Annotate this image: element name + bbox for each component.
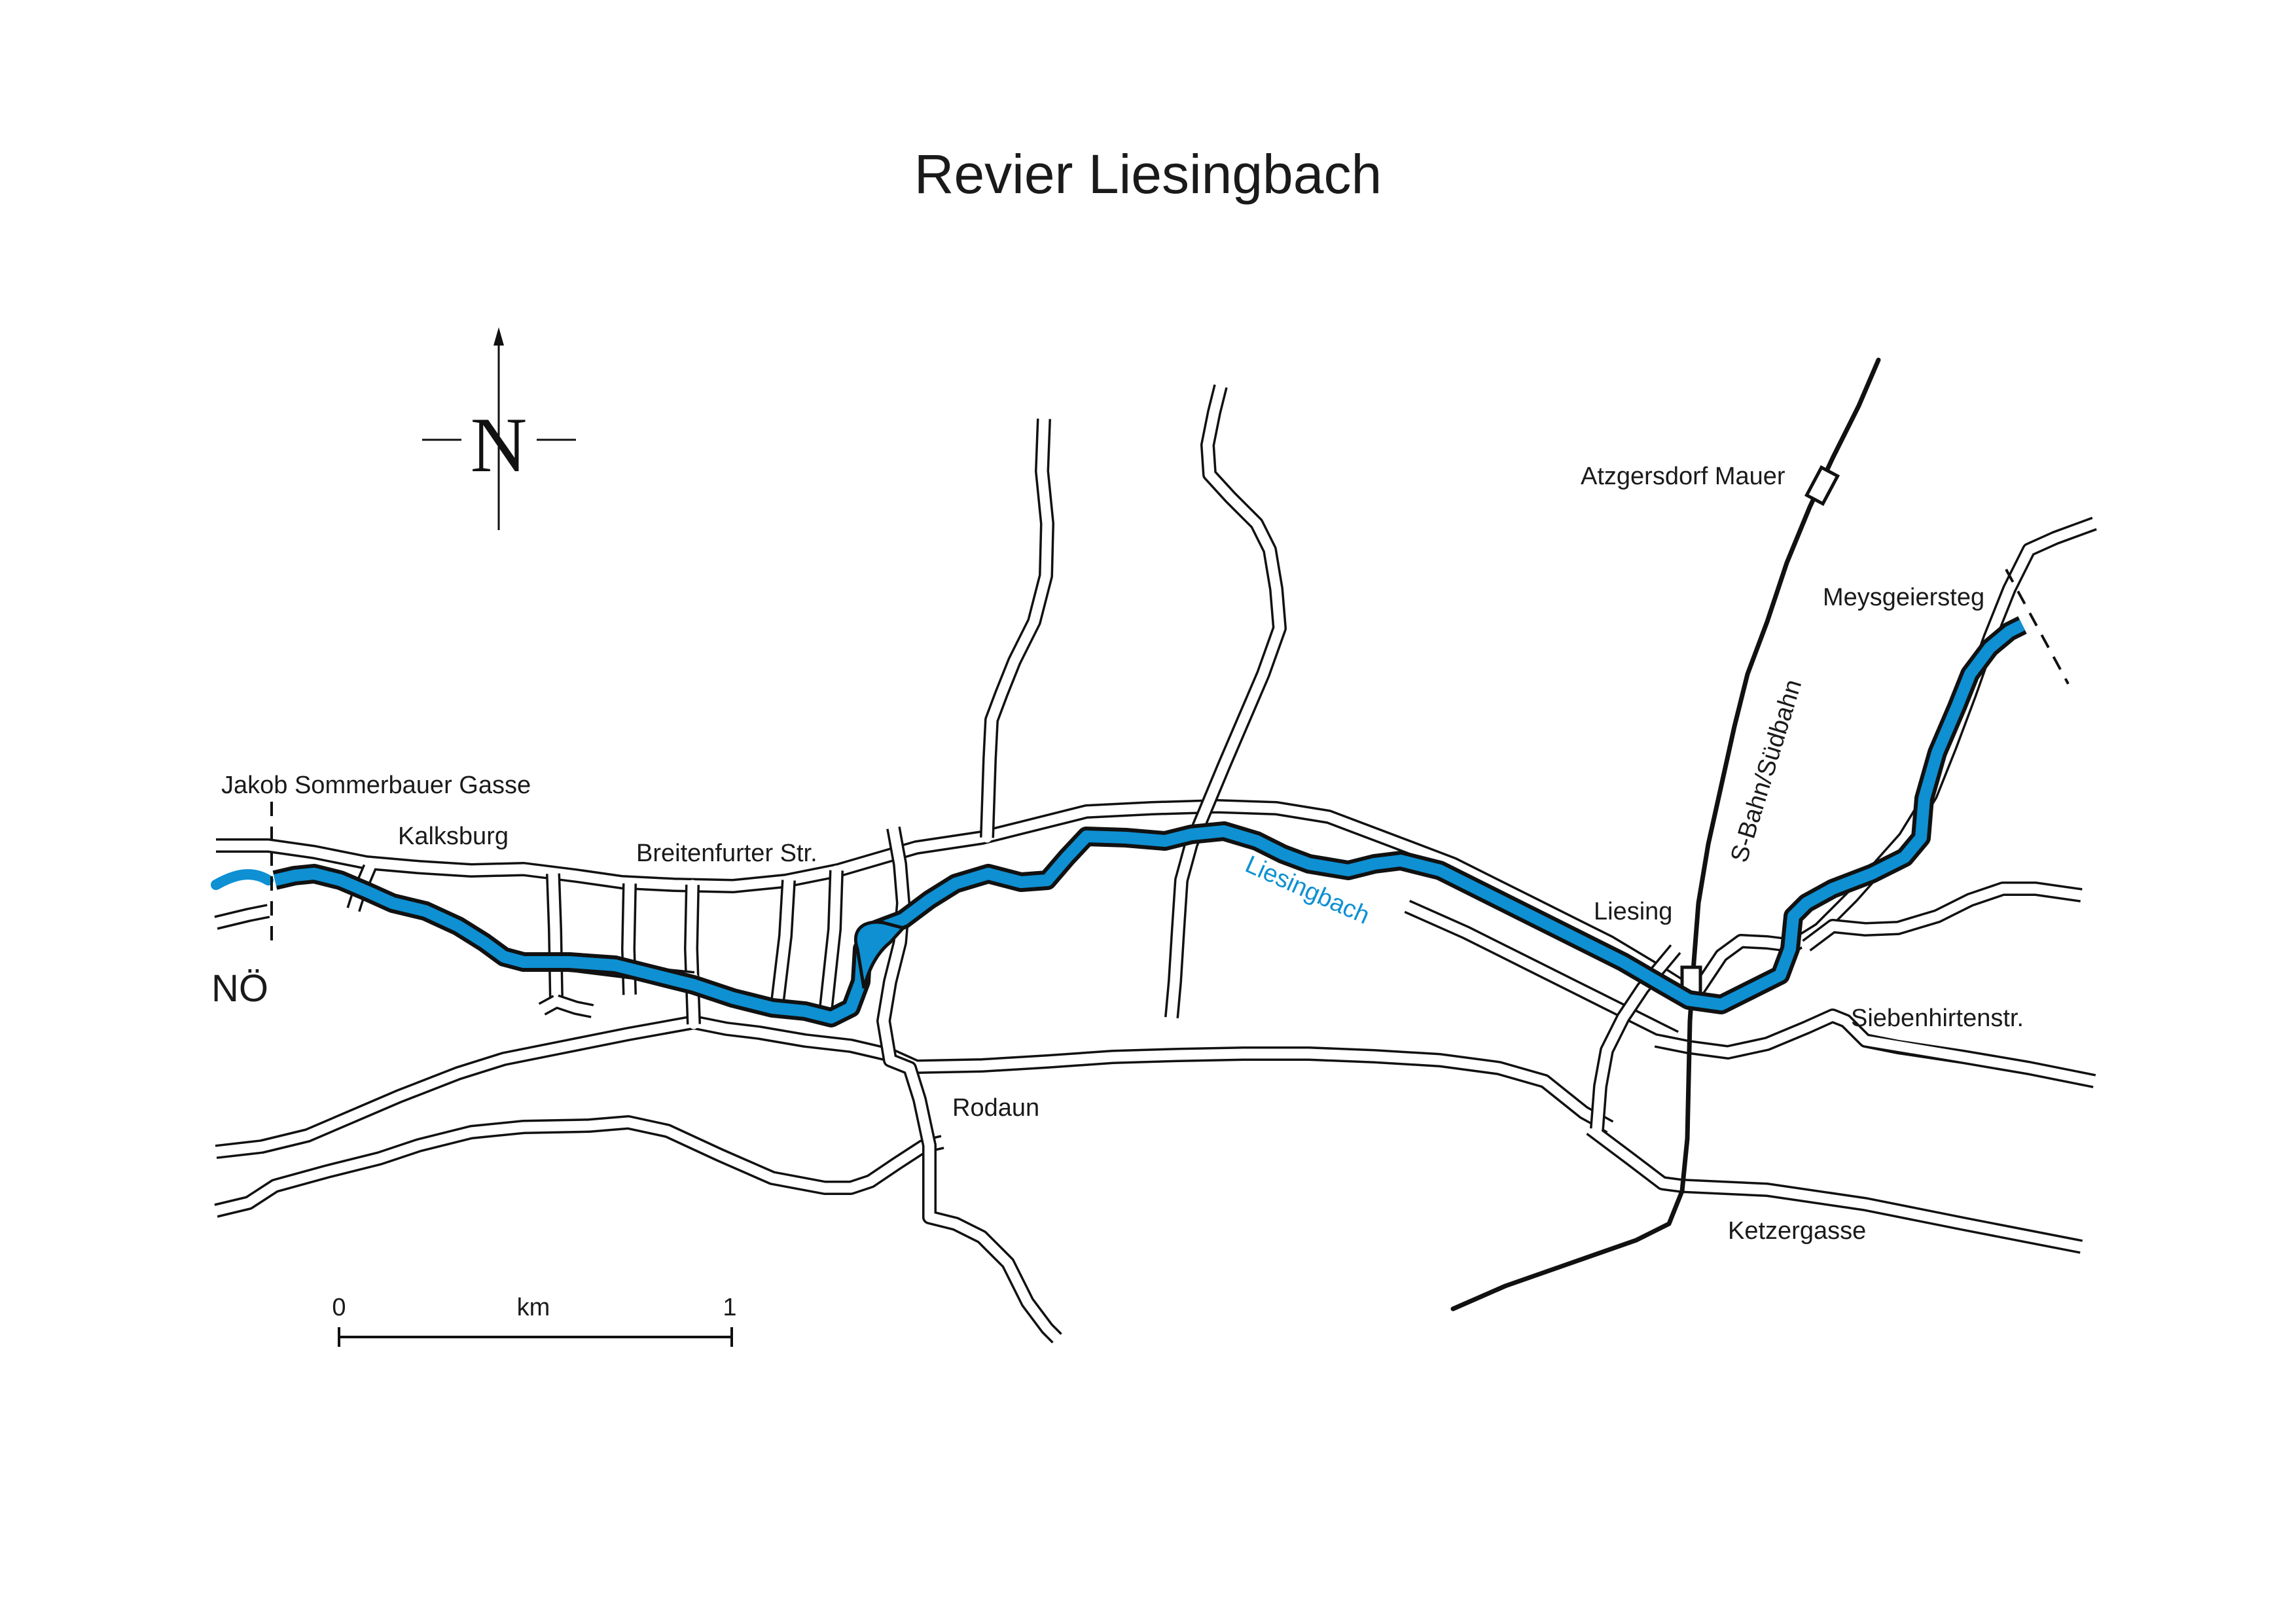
map-title: Revier Liesingbach — [914, 143, 1382, 205]
road-north-2 — [1164, 384, 1287, 1018]
scale-bar-start: 0 — [332, 1294, 346, 1321]
liesingbach-river — [211, 616, 2027, 1027]
road-network — [211, 381, 2100, 1344]
scale-bar-end: 1 — [723, 1294, 736, 1321]
label-siebenhirtenstr: Siebenhirtenstr. — [1851, 1005, 2024, 1032]
scale-bar-unit: km — [517, 1294, 550, 1321]
road-rodaun-south — [878, 823, 1062, 1344]
label-liesing: Liesing — [1594, 898, 1672, 925]
station-atzgersdorf-mauer-icon — [1804, 465, 1840, 507]
scale-bar: 0 km 1 — [332, 1294, 737, 1347]
label-breitenfurter-str: Breitenfurter Str. — [636, 840, 817, 867]
road-east — [1801, 883, 2087, 951]
road-rodaun — [692, 1015, 1614, 1133]
river-pond — [853, 920, 906, 989]
road-grid-3 — [686, 880, 699, 1029]
road-main-east-west — [211, 801, 1700, 1000]
road-liesing-parallel — [1402, 901, 1681, 1043]
river-nö-segment — [211, 869, 274, 890]
label-noe: NÖ — [211, 967, 268, 1010]
label-atzgersdorf-mauer: Atzgersdorf Mauer — [1581, 463, 1785, 490]
road-grid-4 — [772, 875, 794, 1007]
road-north-2 — [1166, 381, 1285, 1023]
road-north-1 — [982, 414, 1052, 843]
label-kalksburg: Kalksburg — [398, 823, 509, 850]
road-grid-2 — [623, 878, 635, 1000]
compass-letter: N — [471, 401, 528, 488]
road-south-west — [211, 1017, 699, 1157]
railway-line — [1450, 357, 1881, 1311]
road-grid-1 — [548, 868, 562, 1007]
road-west-stub — [211, 906, 274, 928]
road-grid-5 — [821, 865, 842, 1013]
road-rodaun — [689, 1017, 1615, 1132]
road-siebenhirtenstr — [1651, 1010, 2100, 1086]
north-arrow-icon: N — [422, 327, 576, 530]
road-ketzergasse — [1585, 1124, 2087, 1252]
label-rodaun: Rodaun — [952, 1094, 1039, 1122]
road-grid-fork — [537, 996, 598, 1016]
road-south — [211, 1117, 948, 1216]
road-liesing-junction — [1690, 518, 2100, 1000]
label-jakob-sommerbauer-gasse: Jakob Sommerbauer Gasse — [221, 772, 531, 799]
label-ketzergasse: Ketzergasse — [1728, 1217, 1866, 1245]
label-meysgeiersteg: Meysgeiersteg — [1823, 584, 1984, 611]
river-fill — [273, 619, 2026, 1024]
boundary-meysgeiersteg-line — [2005, 569, 2070, 685]
